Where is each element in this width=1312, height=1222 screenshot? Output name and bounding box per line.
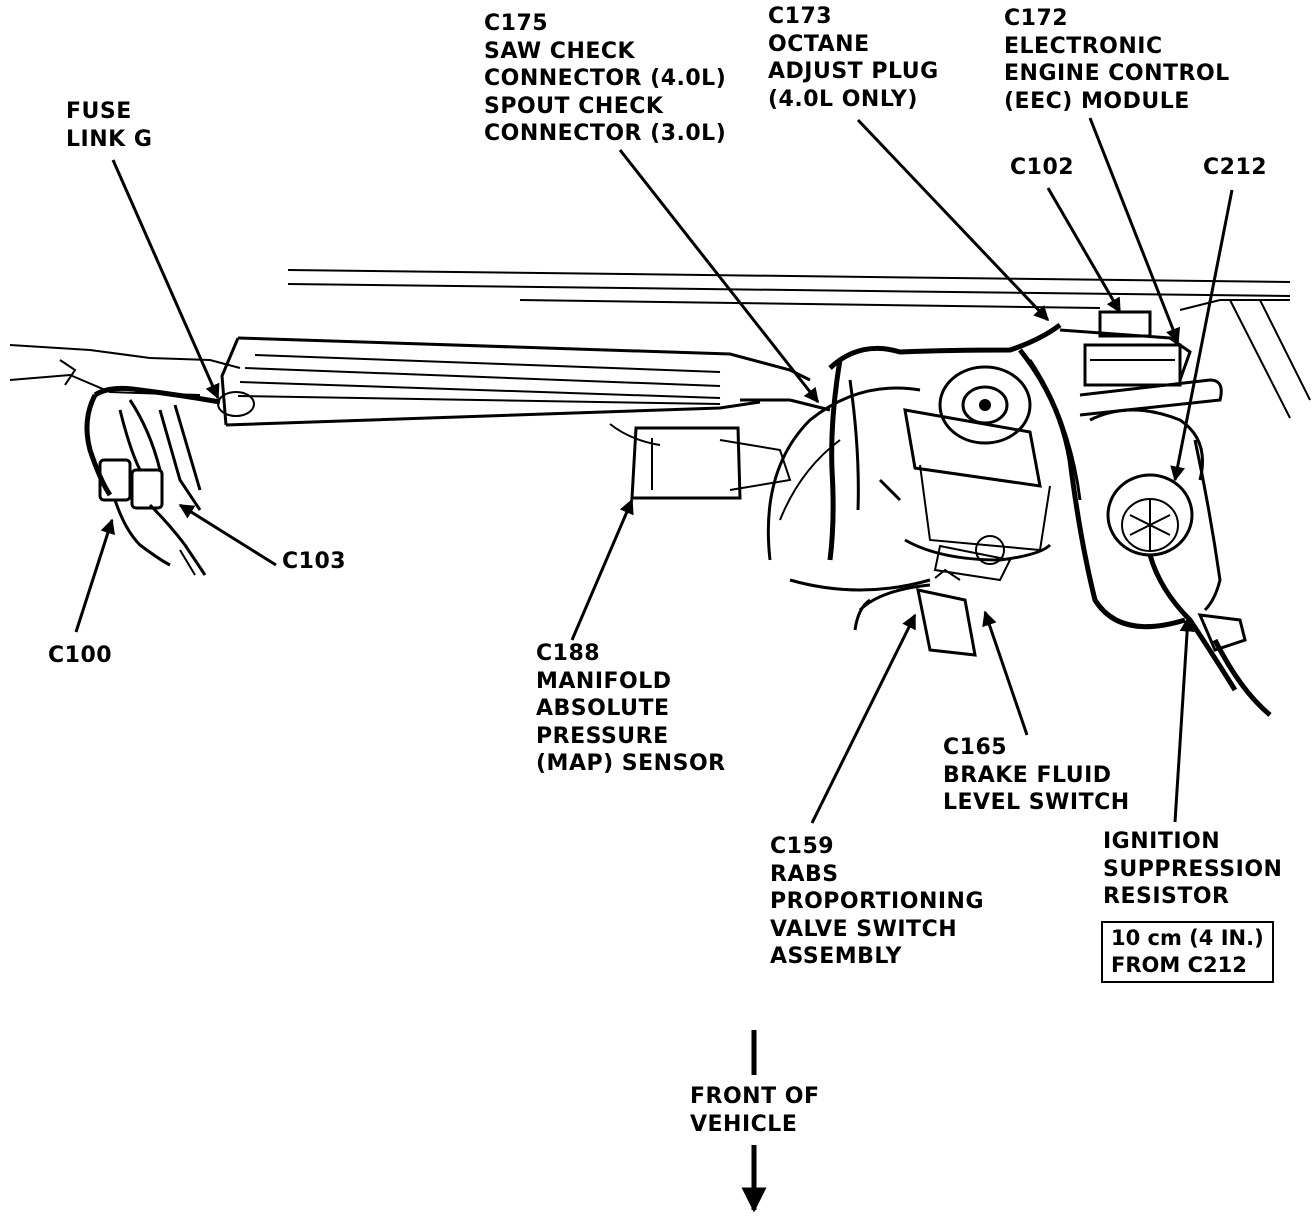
arrow-c100	[74, 518, 116, 633]
callout-arrows	[74, 117, 1234, 1213]
c172-line-2: ELECTRONIC	[1004, 33, 1163, 59]
c188-line-3: ABSOLUTE	[536, 696, 670, 721]
c175-line-3: CONNECTOR (4.0L)	[484, 66, 727, 91]
c188-line-5: (MAP) SENSOR	[536, 751, 726, 776]
arrow-c172	[1088, 117, 1181, 344]
arrow-c159	[810, 613, 917, 824]
distributor	[1089, 408, 1272, 717]
c188-line-1: C188	[536, 641, 601, 666]
c173-line-3: ADJUST PLUG	[768, 59, 939, 84]
c172-line-3: ENGINE CONTROL	[1004, 61, 1230, 86]
air-intake-duct	[217, 336, 811, 427]
fuse-link-label: FUSE LINK G	[66, 98, 152, 153]
arrow-c212	[1170, 189, 1234, 482]
arrow-fuse-link	[111, 159, 220, 400]
c159-line-5: ASSEMBLY	[770, 944, 902, 969]
engine-components	[766, 365, 1052, 657]
c188-label: C188 MANIFOLD ABSOLUTE PRESSURE (MAP) SE…	[536, 640, 726, 778]
ignition-line-2: SUPPRESSION	[1103, 856, 1283, 882]
main-harness	[740, 322, 1186, 630]
arrow-ignition-resistor	[1173, 616, 1195, 823]
c165-line-2: BRAKE FLUID	[943, 762, 1112, 788]
c159-line-4: VALVE SWITCH	[770, 916, 958, 942]
arrow-c173	[856, 118, 1050, 322]
c175-line-5: CONNECTOR (3.0L)	[484, 121, 727, 146]
front-line-2: VEHICLE	[690, 1111, 798, 1137]
arrow-c102	[1046, 187, 1122, 314]
front-of-vehicle-label: FRONT OF VEHICLE	[690, 1083, 819, 1138]
c175-label: C175 SAW CHECK CONNECTOR (4.0L) SPOUT CH…	[484, 10, 726, 148]
eec-module-area	[1059, 310, 1223, 417]
left-harness	[84, 385, 221, 576]
c165-label: C165 BRAKE FLUID LEVEL SWITCH	[943, 734, 1130, 817]
c173-line-2: OCTANE	[768, 31, 870, 57]
c175-line-1: C175	[484, 11, 549, 36]
c172-label: C172 ELECTRONIC ENGINE CONTROL (EEC) MOD…	[1004, 5, 1230, 115]
arrow-c175	[618, 149, 820, 404]
front-line-1: FRONT OF	[690, 1084, 820, 1109]
c159-label: C159 RABS PROPORTIONING VALVE SWITCH ASS…	[770, 833, 984, 971]
arrow-c103	[178, 503, 277, 567]
c173-line-1: C173	[768, 4, 833, 29]
fuse-link-line-2: LINK G	[66, 126, 153, 152]
c102-label: C102	[1010, 154, 1074, 182]
fender-outline	[287, 269, 1311, 419]
c173-label: C173 OCTANE ADJUST PLUG (4.0L ONLY)	[768, 3, 939, 113]
c103-line-1: C103	[282, 549, 347, 574]
c159-line-1: C159	[770, 834, 835, 859]
fuse-link-line-1: FUSE	[66, 99, 132, 124]
c173-line-4: (4.0L ONLY)	[768, 86, 918, 112]
c165-line-3: LEVEL SWITCH	[943, 790, 1130, 815]
ignition-note-line-2: FROM C212	[1111, 953, 1247, 977]
ignition-resistor-label: IGNITION SUPPRESSION RESISTOR	[1103, 828, 1282, 911]
c188-line-2: MANIFOLD	[536, 668, 672, 694]
ignition-line-1: IGNITION	[1103, 829, 1221, 854]
c159-line-3: PROPORTIONING	[770, 889, 985, 914]
c188-line-4: PRESSURE	[536, 723, 669, 749]
c175-line-4: SPOUT CHECK	[484, 93, 664, 119]
c165-line-1: C165	[943, 735, 1008, 760]
arrow-c188	[570, 498, 634, 641]
c172-line-1: C172	[1004, 6, 1069, 31]
ignition-note-box: 10 cm (4 IN.) FROM C212	[1101, 921, 1274, 983]
c212-line-1: C212	[1203, 155, 1268, 180]
ignition-note-line-1: 10 cm (4 IN.)	[1111, 926, 1264, 950]
c172-line-4: (EEC) MODULE	[1004, 88, 1190, 114]
c100-line-1: C100	[48, 643, 113, 668]
c102-line-1: C102	[1010, 155, 1075, 180]
c175-line-2: SAW CHECK	[484, 38, 636, 64]
map-sensor	[609, 423, 792, 500]
c212-label: C212	[1203, 154, 1267, 182]
arrow-c165	[982, 610, 1029, 736]
c103-label: C103	[282, 548, 346, 576]
ignition-line-3: RESISTOR	[1103, 884, 1230, 909]
c100-label: C100	[48, 642, 112, 670]
c159-line-2: RABS	[770, 861, 839, 887]
